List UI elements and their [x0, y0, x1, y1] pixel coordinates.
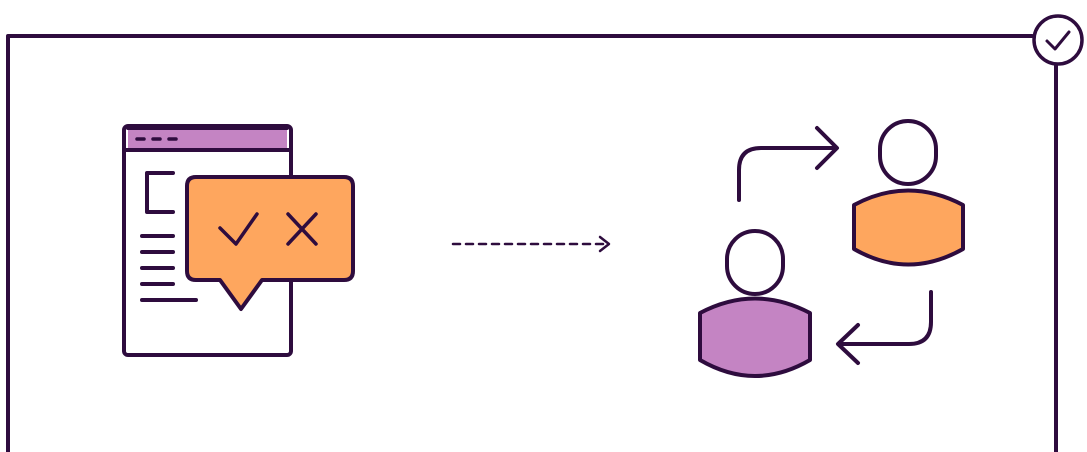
- document-title-bar: [128, 128, 287, 150]
- image-placeholder: [145, 171, 175, 214]
- checkmark-circle-icon: [1032, 14, 1084, 66]
- exchange-arrow-top: [737, 126, 839, 202]
- person-purple: [698, 229, 812, 378]
- document-text-lines: [140, 234, 198, 302]
- person-purple-body: [698, 296, 812, 378]
- exchange-arrow-bottom: [836, 290, 933, 365]
- person-orange-head: [878, 119, 938, 186]
- person-orange: [852, 119, 965, 267]
- checkmark-icon: [218, 212, 259, 246]
- person-orange-body: [852, 188, 965, 267]
- person-purple-head: [725, 229, 785, 296]
- document-with-approval-bubble-icon: [122, 124, 355, 357]
- dashed-arrow-icon: [451, 235, 611, 253]
- x-mark-icon: [286, 212, 318, 246]
- approval-speech-bubble: [185, 175, 355, 311]
- frame-border: [6, 34, 1058, 452]
- two-people-exchange-icon: [698, 119, 965, 378]
